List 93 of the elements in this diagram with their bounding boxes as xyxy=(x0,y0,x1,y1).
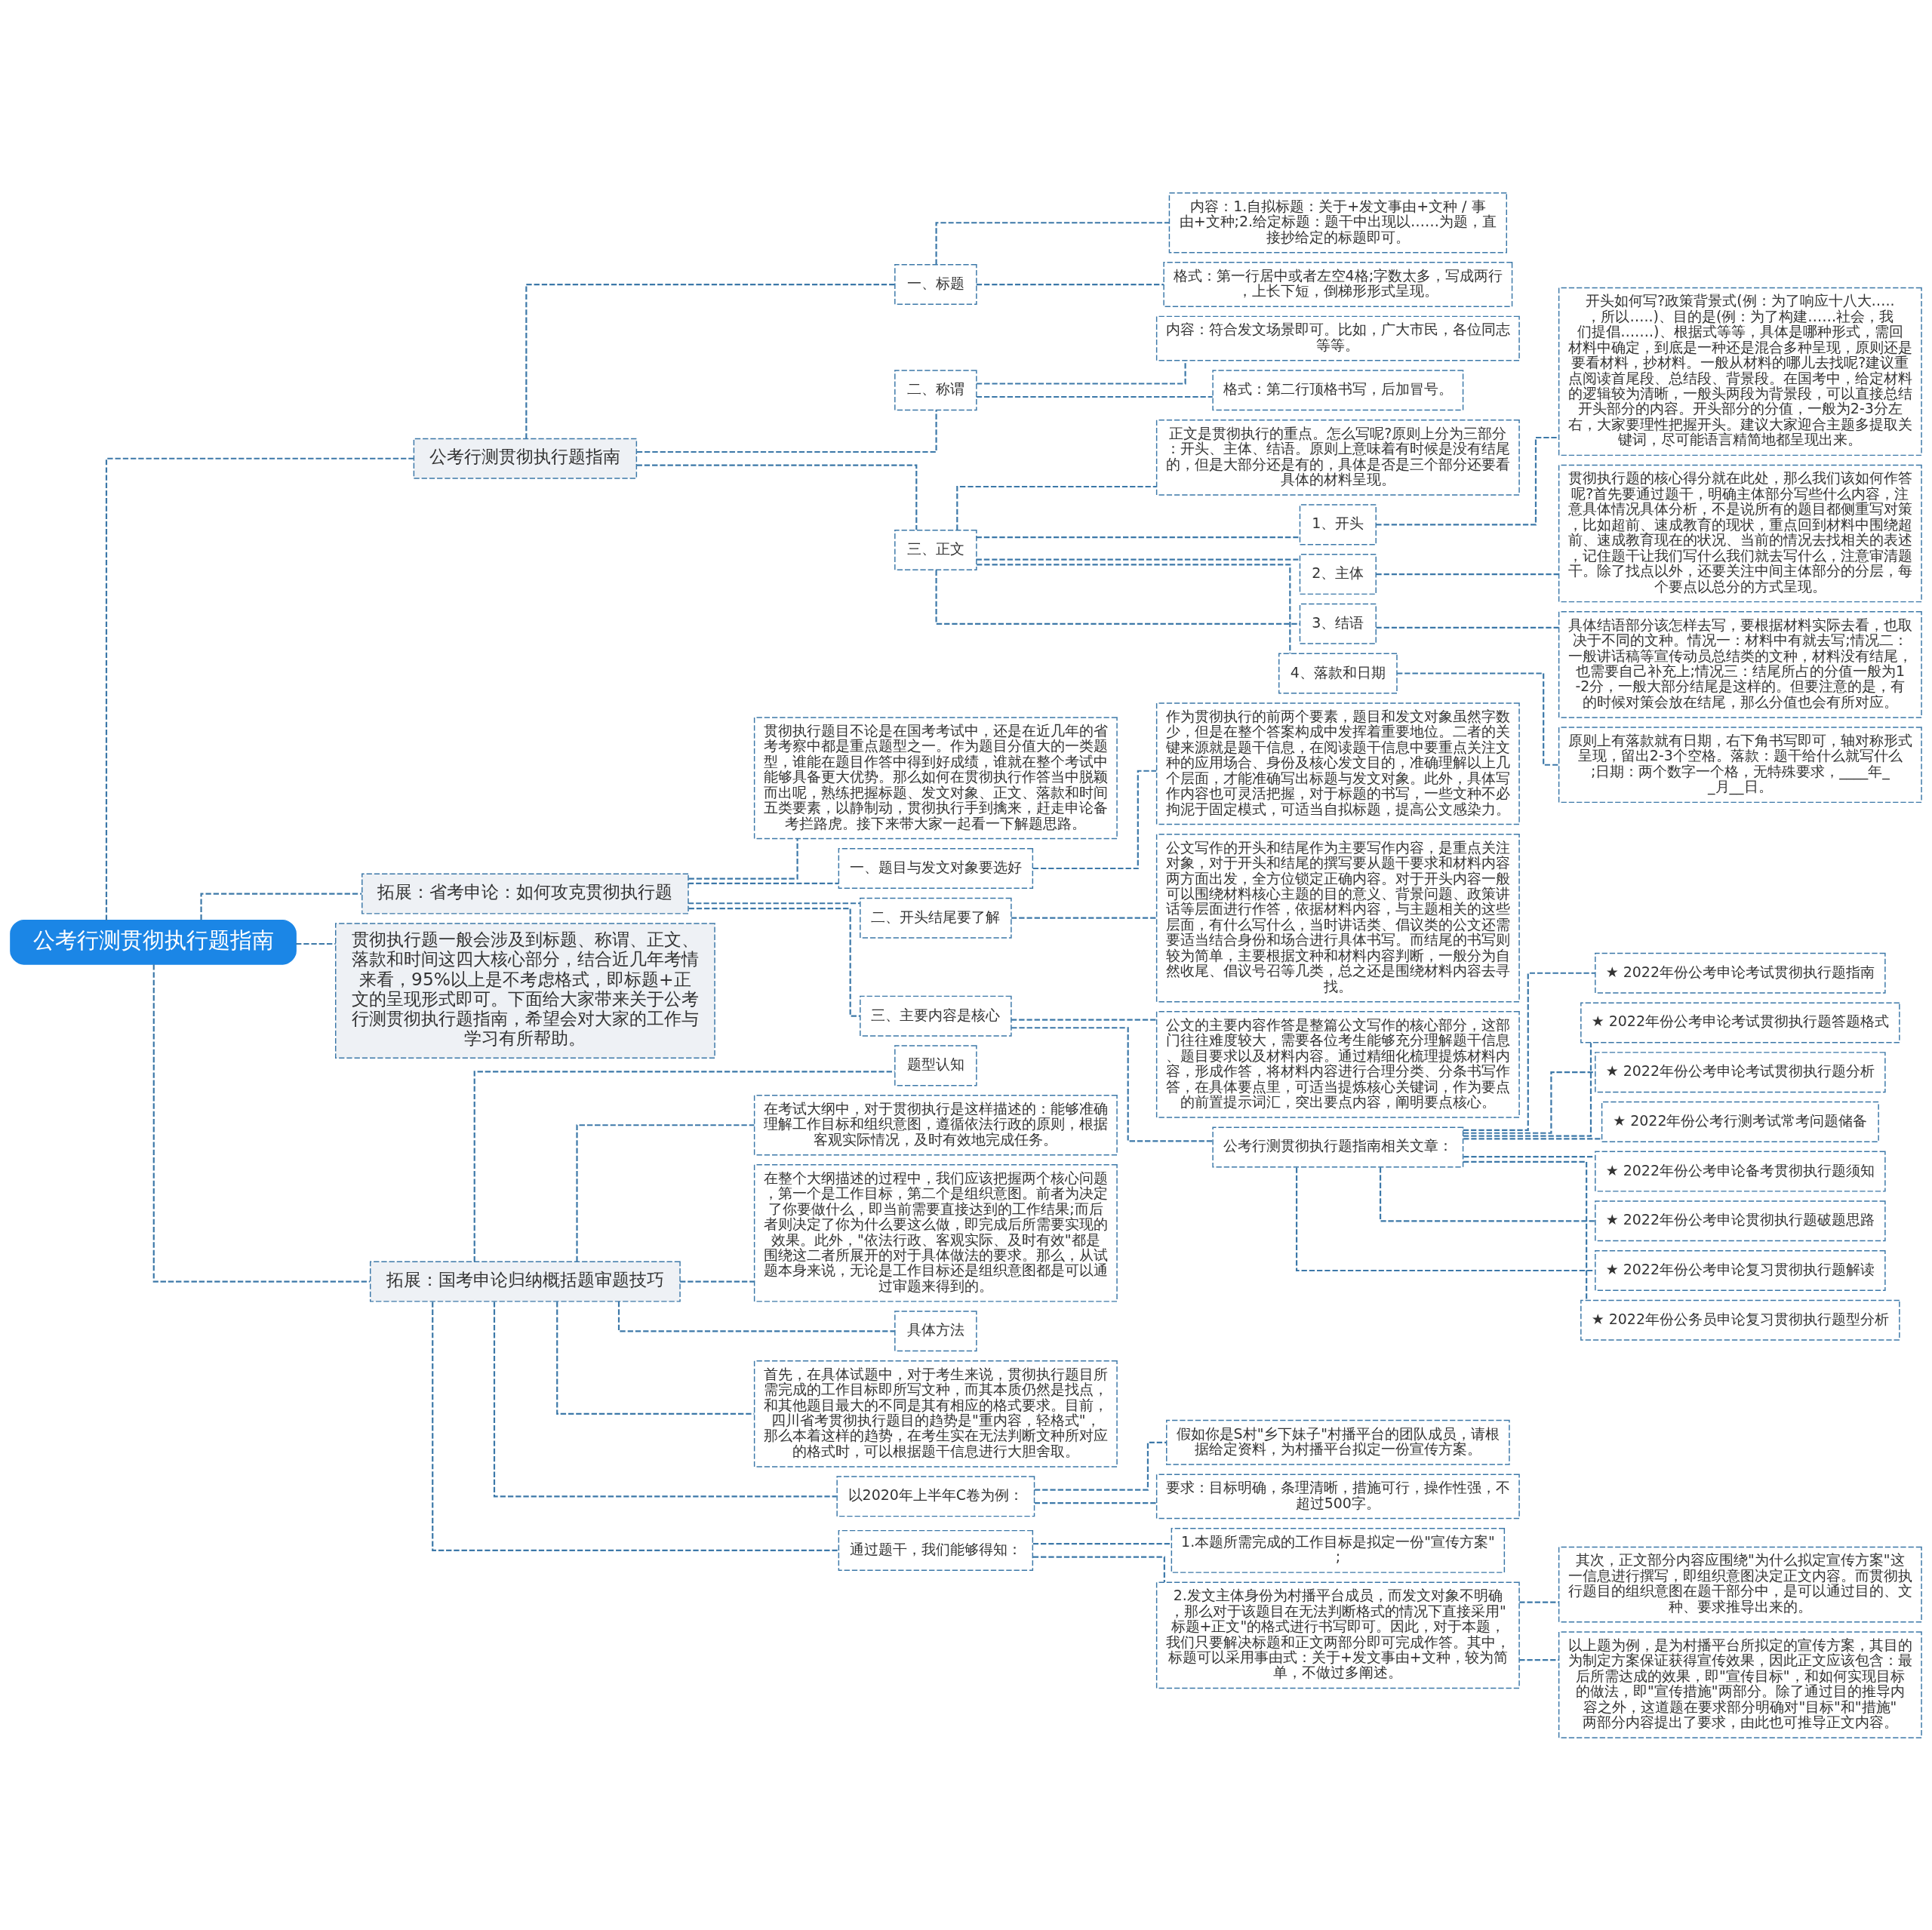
node-box: ★ 2022年份公考申论贯彻执行题破题思路 xyxy=(1595,1200,1886,1241)
node-box: ★ 2022年份公考行测考试常考问题储备 xyxy=(1601,1101,1879,1142)
connector xyxy=(1376,626,1559,628)
connector xyxy=(1463,1137,1602,1139)
node-box: 三、主要内容是核心 xyxy=(860,995,1012,1037)
node-box: 1、开头 xyxy=(1299,503,1377,545)
node-box: 3、结语 xyxy=(1299,603,1377,644)
node-box: 通过题干，我们能够得知： xyxy=(838,1529,1034,1571)
node-box: 内容：1.自拟标题：关于+发文事由+文种 / 事由+文种;2.给定标题：题干中出现以……为题，直接抄给定的标题即可。 xyxy=(1168,192,1507,253)
connector xyxy=(576,1123,755,1262)
connector xyxy=(935,221,1170,265)
connector xyxy=(1463,1160,1588,1300)
node-box: 要求：目标明确，条理清晰，措施可行，操作性强，不超过500字。 xyxy=(1155,1473,1520,1519)
connector xyxy=(617,1301,895,1332)
node-box: 拓展：国考申论归纳概括题审题技巧 xyxy=(370,1261,681,1302)
connector xyxy=(1463,1042,1592,1137)
connector xyxy=(493,1301,837,1497)
node-box: 公考行测贯彻执行题指南 xyxy=(10,919,297,965)
node-box: 公文写作的开头和结尾作为主要写作内容，是重点关注对象，对于开头和结尾的撰写要从题干要求和材料内容两方面出发，全方位锁定正确内容。对于开头内容一般可以围绕材料核心主题的目的意义、背景问题、政策讲话等层面进行作答，依据材料内容，与主题相关的这些层面，有什么写什么，当时讲话类、倡议类的公文还需要适当结合身份和场合进行具体书写。而结尾的书写则较为简单，主要根据文种和材料内容判断，一般分为自然收尾、倡议号召等几类，总之还是围绕材料内容去寻找。 xyxy=(1155,833,1520,1002)
connector xyxy=(432,1301,839,1551)
node-box: 开头如何写?政策背景式(例：为了响应十八大…..，所以…..)、目的是(例：为了构建……社会，我们提倡…….)、根据式等等，具体是哪种形式，需回材料中确定，到底是一种还是混合多种呈现，原则还是要看材料，抄材料。一般从材料的哪儿去找呢?建议重点阅读首尾段、总结段、背景段。在国考中，给定材料的逻辑较为清晰，一般头两段为背景段，可以直接总结开头部分的内容。开头部分的分值，一般为2-3分左右，大家要理性把握开头。建议大家迎合主题多提取关键词，尽可能语言精简地都呈现出来。 xyxy=(1558,287,1922,456)
node-box: ★ 2022年份公考申论考试贯彻执行题指南 xyxy=(1595,952,1886,994)
connector xyxy=(1034,1501,1157,1504)
node-box: 其次，正文部分内容应围绕"为什么拟定宣传方案"这一信息进行撰写，即组织意图决定正文内容。而贯彻执行题目的组织意图在题干部分中，是可以通过目的、文种、要求推导出来的。 xyxy=(1558,1546,1922,1623)
connector xyxy=(1032,1556,1165,1582)
node-box: 原则上有落款就有日期，右下角书写即可，轴对称形式呈现，留出2-3个空格。落款：题干给什么就写什么;日期：两个数字一个格，无特殊要求，____年__月__日。 xyxy=(1558,726,1922,803)
connector xyxy=(935,570,1300,625)
node-box: 假如你是S村"乡下妹子"村播平台的团队成员，请根据给定资料，为村播平台拟定一份宣传方案。 xyxy=(1166,1419,1510,1465)
node-box: 2、主体 xyxy=(1299,553,1377,595)
node-box: 具体结语部分该怎样去写，要根据材料实际去看，也取决于不同的文种。情况一：材料中有就去写;情况二：一般讲话稿等宣传动员总结类的文种，材料没有结尾，也需要自己补充上;情况三：结尾所占的分值一般为1-2分，一般大部分结尾是这样的。但要注意的是，有的时候对策会放在结尾，那么分值也会有所对应。 xyxy=(1558,610,1922,718)
node-box: 4、落款和日期 xyxy=(1278,653,1398,694)
node-box: 首先，在具体试题中，对于考生来说，贯彻执行题目所需完成的工作目标即所写文种，而其本质仍然是找点，和其他题目最大的不同是其有相应的格式要求。目前，四川省考贯彻执行题目的趋势是"重内容，轻格式"，那么本着这样的趋势，在考生实在无法判断文种所对应的格式时，可以根据题干信息进行大胆舍取。 xyxy=(753,1360,1118,1467)
node-box: 2.发文主体身份为村播平台成员，而发文对象不明确，那么对于该题目在无法判断格式的情况下直接采用"标题+正文"的格式进行书写即可。因此，对于本题，我们只要解决标题和正文两部分即可完成作答。其中，标题可以采用事由式：关于+发文事由+文种，较为简单，不做过多阐述。 xyxy=(1155,1581,1520,1689)
connector xyxy=(977,563,1291,653)
connector xyxy=(1011,917,1157,919)
node-box: ★ 2022年份公考申论备考贯彻执行题须知 xyxy=(1595,1151,1886,1192)
connector xyxy=(556,1301,755,1415)
node-box: ★ 2022年份公考申论考试贯彻执行题分析 xyxy=(1595,1051,1886,1093)
connector xyxy=(473,1070,895,1262)
node-box: 在整个大纲描述的过程中，我们应该把握两个核心问题，第一个是工作目标，第二个是组织意图。前者为决定了你要做什么，即当前需要直接达到的工作结果;而后者则决定了你为什么要这么做，即完成后所需要实现的效果。此外，"依法行政、客观实际、及时有效"都是围绕这二者所展开的对于具体做法的要求。那么，从试题本身来说，无论是工作目标还是组织意图都是可以通过审题来得到的。 xyxy=(753,1163,1118,1302)
connector xyxy=(636,463,918,530)
connector xyxy=(637,410,937,453)
node-box: 公文的主要内容作答是整篇公文写作的核心部分，这部门往往难度较大，需要各位考生能够充分理解题干信息、题目要求以及材料内容。通过精细化梳理提炼材料内容，形成作答，将材料内容进行合理分类、分条书写作答，在具体要点里，可适当提炼核心关键词，作为要点的前置提示词汇，突出要点内容，阐明要点核心。 xyxy=(1155,1010,1520,1118)
connector xyxy=(956,485,1157,530)
connector xyxy=(976,536,1300,538)
connector xyxy=(976,395,1213,398)
node-box: 二、称谓 xyxy=(894,369,977,410)
connector xyxy=(688,907,860,1017)
connector xyxy=(1376,573,1559,575)
connector xyxy=(1011,1018,1157,1021)
node-box: 拓展：省考申论：如何攻克贯彻执行题 xyxy=(361,873,689,914)
connector xyxy=(1463,1071,1595,1134)
connector xyxy=(1011,1026,1213,1142)
node-box: 公考行测贯彻执行题指南 xyxy=(413,438,638,479)
connector xyxy=(1379,1166,1595,1222)
node-box: 1.本题所需完成的工作目标是拟定一份"宣传方案"; xyxy=(1171,1527,1506,1573)
connector xyxy=(296,942,336,945)
connector xyxy=(1463,1155,1595,1157)
node-box: 贯彻执行题一般会涉及到标题、称谓、正文、落款和时间这四大核心部分，结合近几年考情来看，95%以上是不考虑格式，即标题+正文的呈现形式即可。下面给大家带来关于公考行测贯彻执行题指南，希望会对大家的工作与学习有所帮助。 xyxy=(335,922,715,1059)
connector xyxy=(688,838,798,880)
connector xyxy=(105,457,414,920)
node-box: 公考行测贯彻执行题指南相关文章： xyxy=(1212,1126,1464,1167)
connector xyxy=(976,558,1300,561)
node-box: 在考试大纲中，对于贯彻执行是这样描述的：能够准确理解工作目标和组织意图，遵循依法行政的原则，根据客观实际情况，及时有效地完成任务。 xyxy=(753,1094,1118,1155)
node-box: 格式：第一行居中或者左空4格;字数太多，写成两行，上长下短，倒梯形形式呈现。 xyxy=(1163,261,1513,307)
node-box: 贯彻执行题的核心得分就在此处，那么我们该如何作答呢?首先要通过题干，明确主体部分写些什么内容，注意具体情况具体分析，不是说所有的题目都侧重写对策，比如超前、速成教育的现状，重点回到材料中围绕超前、速成教育现在的状况、当前的情况去找相关的表述，记住题干让我们写什么我们就去写什么，注意审清题干。除了找点以外，还要关注中间主体部分的分层，每个要点以总分的方式呈现。 xyxy=(1558,464,1922,602)
node-box: 具体方法 xyxy=(894,1310,977,1351)
connector xyxy=(688,902,860,904)
node-box: ★ 2022年份公考申论考试贯彻执行题答题格式 xyxy=(1580,1001,1900,1043)
connector xyxy=(1032,1542,1171,1544)
node-box: 以2020年上半年C卷为例： xyxy=(836,1475,1035,1517)
connector xyxy=(976,283,1164,285)
node-box: 一、标题 xyxy=(894,263,977,305)
node-box: 二、开头结尾要了解 xyxy=(860,897,1012,939)
node-box: 一、题目与发文对象要选好 xyxy=(838,847,1034,889)
connector xyxy=(1519,1658,1559,1661)
node-box: 贯彻执行题目不论是在国考考试中，还是在近几年的省考考察中都是重点题型之一。作为题目分值大的一类题型，谁能在题目作答中得到好成绩，谁就在整个考试中能够具备更大优势。那么如何在贯彻执行作答当中脱颖而出呢，熟练把握标题、发文对象、正文、落款和时间五类要素，以静制动，贯彻执行手到擒来，赶走申论备考拦路虎。接下来带大家一起看一下解题思路。 xyxy=(753,716,1118,839)
node-box: 题型认知 xyxy=(894,1044,977,1086)
connector xyxy=(1463,972,1595,1131)
node-box: 格式：第二行顶格书写，后加冒号。 xyxy=(1212,369,1464,410)
connector xyxy=(1296,1166,1595,1271)
node-box: 以上题为例，是为村播平台所拟定的宣传方案，其目的为制定方案保证获得宣传效果，因此正文应该包含：最后所需达成的效果，即"宣传目标"，和如何实现目标的做法，即"宣传措施"两部分。除了通过目的推导内容之外，这道题在要求部分明确对"目标"和"措施"两部分内容提出了要求，由此也可推导正文内容。 xyxy=(1558,1630,1922,1738)
connector xyxy=(152,963,371,1283)
node-box: 三、正文 xyxy=(894,529,977,570)
node-box: 内容：符合发文场景即可。比如，广大市民，各位同志等等。 xyxy=(1155,315,1520,361)
connector xyxy=(525,283,895,438)
node-box: 正文是贯彻执行的重点。怎么写呢?原则上分为三部分：开头、主体、结语。原则上意味着有时候是没有结尾的，但是大部分还是有的，具体是否是三个部分还要看具体的材料呈现。 xyxy=(1155,419,1520,496)
connector xyxy=(680,1280,755,1283)
node-box: ★ 2022年份公考申论复习贯彻执行题解读 xyxy=(1595,1249,1886,1291)
connector xyxy=(1519,1600,1559,1603)
node-box: ★ 2022年份公务员申论复习贯彻执行题型分析 xyxy=(1580,1299,1900,1341)
node-box: 作为贯彻执行的前两个要素，题目和发文对象虽然字数少，但是在整个答案构成中发挥着重要地位。二者的关键来源就是题干信息，在阅读题干信息中要重点关注文种的应用场合、身份及核心发文目的，准确理解以上几个层面，才能准确写出标题与发文对象。此外，具体写作内容也可灵活把握，对于标题的书写，一些文种不必拘泥于固定模式，可适当自拟标题，提高公文感染力。 xyxy=(1155,702,1520,825)
connector xyxy=(688,882,839,884)
